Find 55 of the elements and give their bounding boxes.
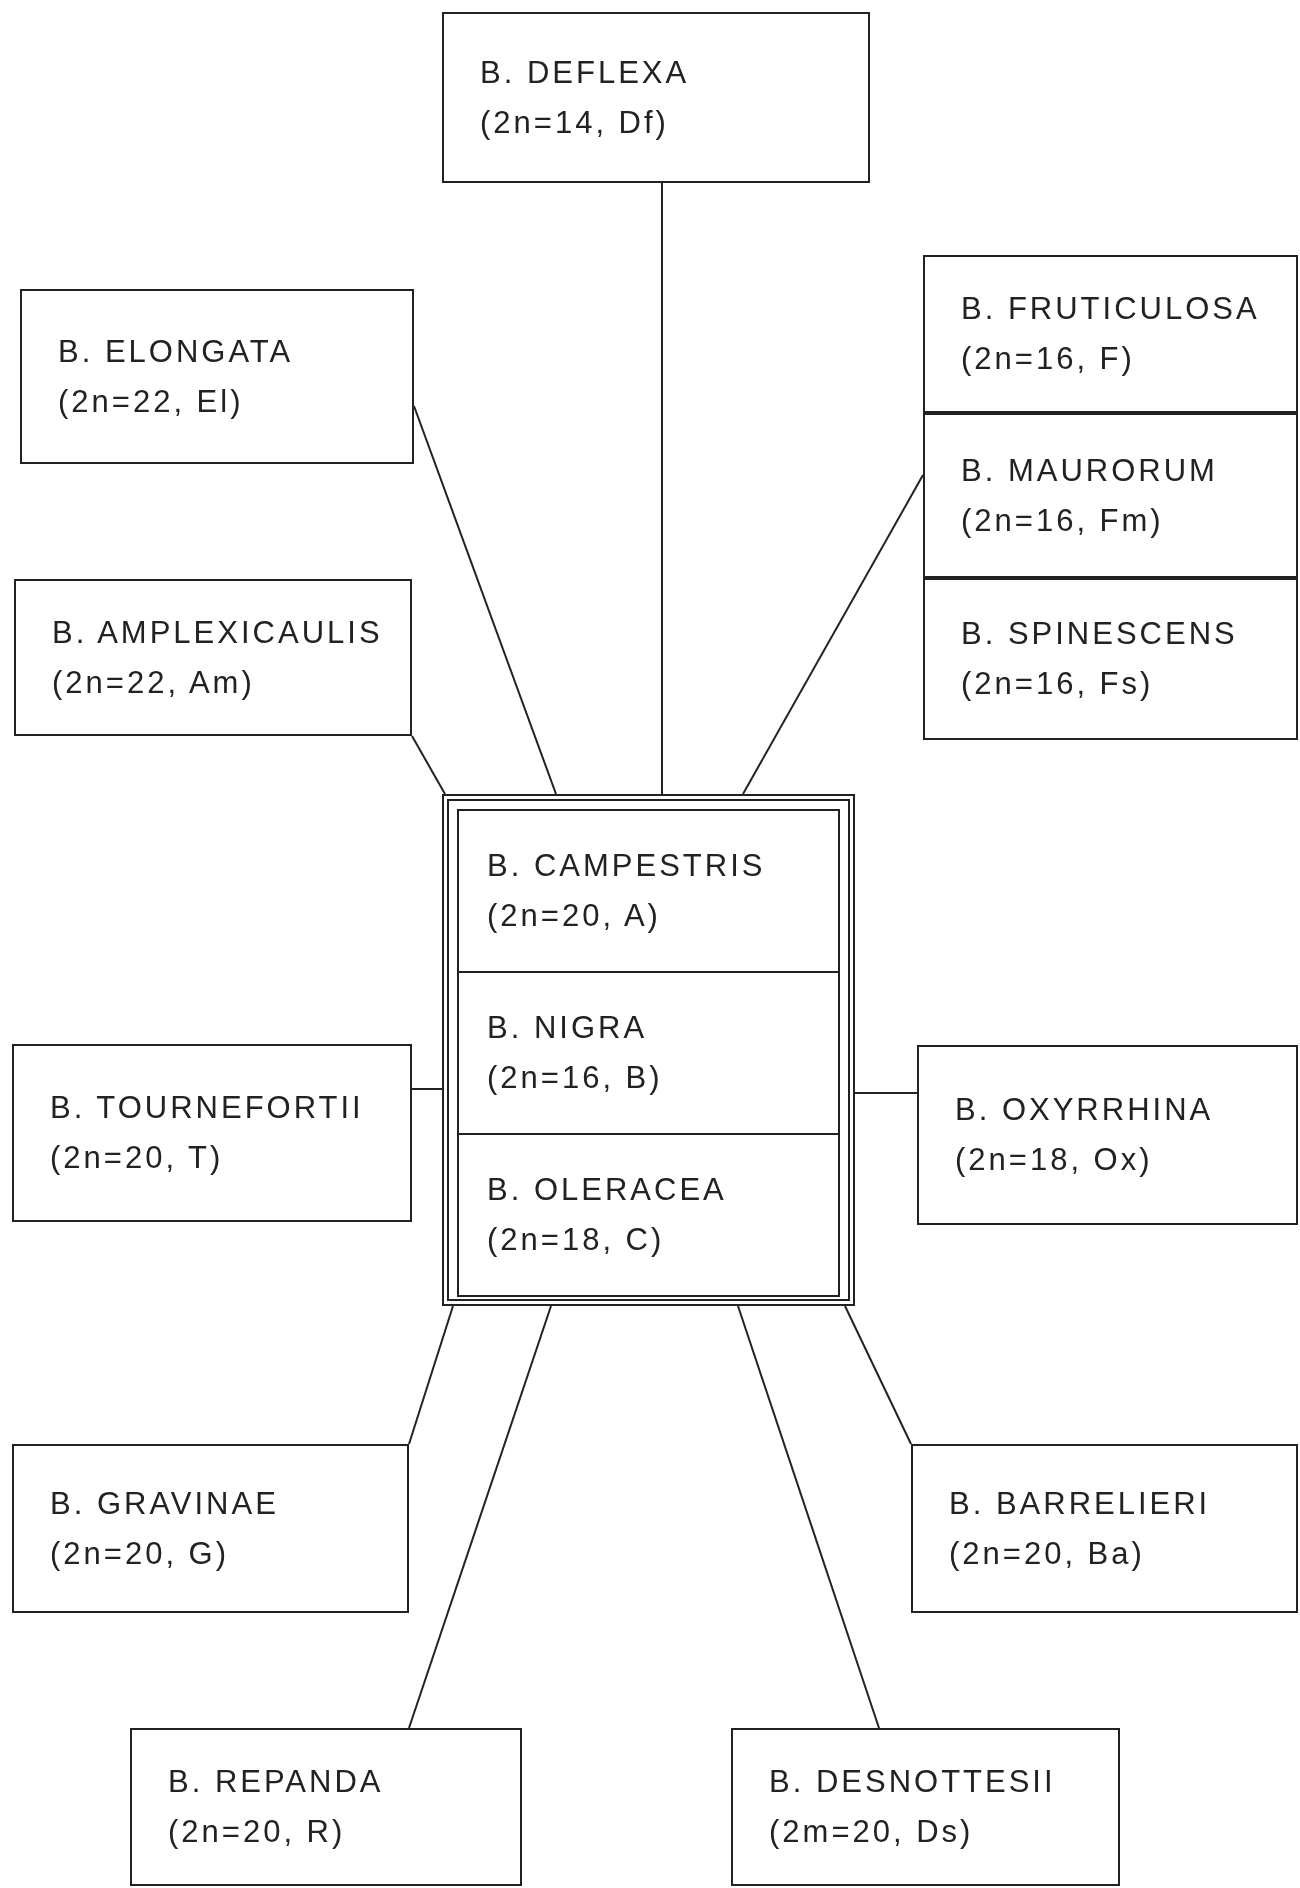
connector-line bbox=[411, 1088, 443, 1090]
chromosome-number: (2n=18, C) bbox=[487, 1221, 665, 1259]
species-box bbox=[923, 255, 1298, 413]
species-name: B. DEFLEXA bbox=[480, 53, 690, 92]
connector-line bbox=[742, 474, 924, 795]
chromosome-number: (2n=16, Fs) bbox=[961, 665, 1154, 703]
species-name: B. SPINESCENS bbox=[961, 615, 1238, 654]
species-name: B. OXYRRHINA bbox=[955, 1091, 1214, 1130]
species-name: B. CAMPESTRIS bbox=[487, 847, 766, 886]
species-box bbox=[923, 578, 1298, 740]
chromosome-number: (2n=16, Fm) bbox=[961, 501, 1164, 540]
species-name: B. BARRELIERI bbox=[949, 1484, 1211, 1523]
species-box bbox=[130, 1728, 522, 1886]
species-name: B. TOURNEFORTII bbox=[50, 1089, 364, 1128]
species-name: B. OLERACEA bbox=[487, 1171, 727, 1210]
species-name: B. DESNOTTESII bbox=[769, 1763, 1056, 1802]
chromosome-number: (2n=22, El) bbox=[58, 382, 244, 421]
chromosome-number: (2n=20, G) bbox=[50, 1534, 230, 1573]
species-name: B. MAURORUM bbox=[961, 451, 1218, 490]
connector-line bbox=[737, 1305, 880, 1729]
species-box bbox=[12, 1044, 412, 1222]
chromosome-number: (2n=20, Ba) bbox=[949, 1534, 1145, 1573]
connector-line bbox=[408, 1305, 552, 1729]
connector-line bbox=[854, 1092, 918, 1094]
chromosome-number: (2m=20, Ds) bbox=[769, 1813, 974, 1851]
species-box bbox=[14, 579, 412, 736]
species-box bbox=[457, 809, 840, 973]
chromosome-number: (2n=22, Am) bbox=[52, 663, 255, 702]
connector-line bbox=[844, 1305, 912, 1445]
group-box bbox=[442, 794, 855, 1306]
species-name: B. ELONGATA bbox=[58, 332, 294, 371]
species-name: B. AMPLEXICAULIS bbox=[52, 613, 383, 652]
chromosome-number: (2n=20, A) bbox=[487, 897, 661, 935]
chromosome-number: (2n=16, B) bbox=[487, 1059, 663, 1097]
species-box bbox=[12, 1444, 409, 1613]
chromosome-number: (2n=16, F) bbox=[961, 340, 1135, 378]
species-box bbox=[20, 289, 414, 464]
species-box bbox=[917, 1045, 1298, 1225]
species-name: B. REPANDA bbox=[168, 1763, 384, 1802]
connector-line bbox=[408, 1305, 454, 1445]
species-box bbox=[731, 1728, 1120, 1886]
chromosome-number: (2n=18, Ox) bbox=[955, 1141, 1153, 1179]
species-box bbox=[457, 1133, 840, 1297]
species-box bbox=[911, 1444, 1298, 1613]
species-box bbox=[923, 413, 1298, 578]
connector-line bbox=[661, 182, 663, 795]
species-name: B. NIGRA bbox=[487, 1009, 648, 1048]
chromosome-number: (2n=14, Df) bbox=[480, 103, 669, 142]
chromosome-number: (2n=20, R) bbox=[168, 1813, 346, 1851]
species-name: B. FRUTICULOSA bbox=[961, 290, 1260, 329]
connector-line bbox=[411, 735, 446, 795]
species-box bbox=[457, 971, 840, 1135]
species-box bbox=[442, 12, 870, 183]
species-name: B. GRAVINAE bbox=[50, 1484, 279, 1523]
chromosome-number: (2n=20, T) bbox=[50, 1139, 224, 1177]
